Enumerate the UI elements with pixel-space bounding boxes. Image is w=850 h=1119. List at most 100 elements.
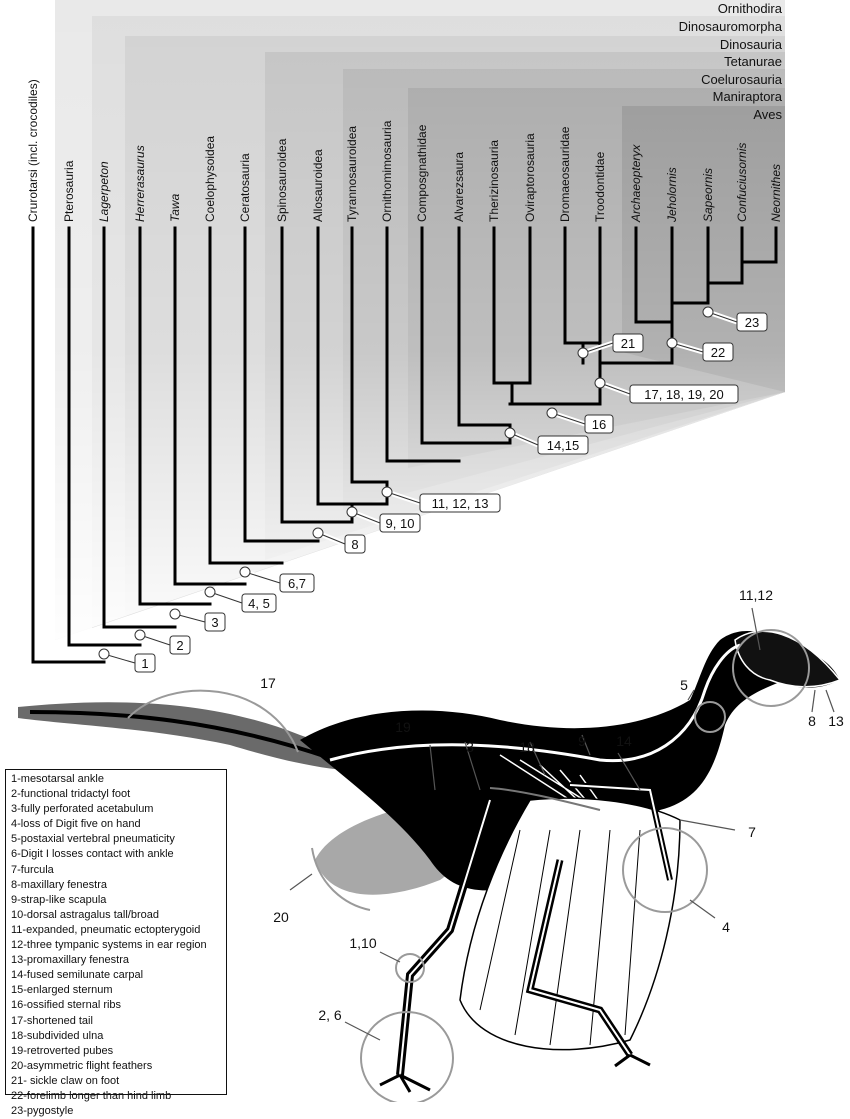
taxon-label: Troodontidae	[593, 151, 607, 222]
skull	[734, 630, 842, 688]
node-label-box	[702, 342, 734, 362]
archaeopteryx-skeleton-illustration	[18, 630, 842, 1093]
callout-arc-tail	[127, 689, 299, 753]
node-label-box	[241, 593, 277, 613]
node-label: 11, 12, 13	[432, 496, 489, 511]
node-label: 22	[711, 345, 725, 360]
branch-spinosauroidea	[280, 226, 354, 524]
node-marker	[577, 347, 589, 359]
legend-item: 3-fully perforated acetabulum	[11, 803, 154, 816]
legend-list: 1-mesotarsal ankle 2-functional tridactyl…	[11, 772, 221, 1119]
taxon-label: Tyrannosauroidea	[345, 126, 359, 222]
legend-item: 18-subdivided ulna	[11, 1029, 104, 1042]
branch-pterosauria	[67, 226, 142, 647]
node-marker	[381, 486, 393, 498]
node-label-box	[419, 493, 501, 513]
taxon-label: Alvarezsaura	[452, 152, 466, 222]
branch-dromaeosauridae	[563, 226, 602, 345]
branch-tawa	[173, 226, 247, 586]
legend-item: 20-asymmetric flight feathers	[11, 1059, 153, 1072]
branch-ceratosauria	[243, 226, 320, 543]
callout-leaders	[289, 607, 835, 1041]
node-marker	[546, 407, 558, 419]
legend-item: 12-three tympanic systems in ear region	[11, 939, 207, 952]
clade-label-coelurosauria: Coelurosauria	[701, 72, 783, 87]
taxon-label: Oviraptorosauria	[523, 133, 537, 222]
legend-item: 16-ossified sternal ribs	[11, 999, 122, 1012]
taxon-labels: Crurotarsi (incl. crocodiles)Pterosauria…	[26, 79, 783, 223]
clade-label-tetanurae: Tetanurae	[724, 54, 782, 69]
legend-item: 17-shortened tail	[11, 1014, 93, 1027]
legend-item: 23-pygostyle	[11, 1105, 74, 1118]
skeleton-callout-markers	[127, 629, 810, 1105]
node-marker	[504, 427, 516, 439]
taxon-label: Jeholornis	[665, 167, 679, 223]
branch-crurotarsi	[31, 226, 106, 664]
legend-item: 1-mesotarsal ankle	[11, 773, 104, 785]
legend-item: 8-maxillary fenestra	[11, 878, 107, 891]
callout-circle-hand	[622, 827, 708, 913]
legend-item: 5-postaxial vertebral pneumaticity	[11, 833, 175, 846]
legend-item: 4-loss of Digit five on hand	[11, 818, 141, 831]
clade-label-maniraptora: Maniraptora	[713, 89, 783, 104]
skeleton-callout-label: 17	[260, 675, 276, 691]
taxon-label: Lagerpeton	[97, 161, 111, 222]
skeleton-callout-label: 5	[680, 677, 688, 693]
callout-circle-skull	[732, 629, 810, 707]
branch-coelophysoidea	[208, 226, 284, 565]
clade-labels: Ornithodira Dinosauromorpha Dinosauria T…	[679, 1, 783, 122]
taxon-label: Herrerasaurus	[133, 145, 147, 222]
callout-circle-ankle	[395, 953, 425, 983]
taxon-label: Allosauroidea	[311, 149, 325, 222]
foot-right	[614, 1053, 651, 1068]
node-label: 16	[592, 417, 606, 432]
skeleton-callout-label: 19	[395, 719, 411, 735]
legend-item: 15-enlarged sternum	[11, 984, 113, 997]
skeleton-callout-label: 4	[722, 919, 730, 935]
skeleton-callout-label: 13	[828, 713, 844, 729]
body-silhouette	[300, 630, 840, 891]
node-label-box	[344, 534, 366, 554]
skeleton-callout-label: 20	[273, 909, 289, 925]
node-label: 9, 10	[386, 516, 415, 531]
node-label-box	[736, 312, 768, 332]
callout-circle-neck	[694, 701, 726, 733]
skeleton-callout-label: 14	[616, 733, 632, 749]
node-marker	[594, 377, 606, 389]
node-label-box	[169, 635, 191, 655]
legend-item: 10-dorsal astragalus tall/broad	[11, 908, 159, 921]
taxon-label: Coelophysoidea	[203, 136, 217, 222]
skeleton-callout-label: 11,12	[739, 587, 773, 603]
node-pin-outline	[244, 571, 281, 584]
node-label: 4, 5	[248, 596, 270, 611]
taxon-label: Composgnathidae	[415, 124, 429, 222]
clade-label-aves: Aves	[753, 107, 782, 122]
node-label-box	[279, 573, 315, 593]
node-label-box	[204, 612, 226, 632]
taxon-label: Archaeopteryx	[629, 144, 643, 223]
taxon-label: Ornithomimosauria	[380, 120, 394, 222]
node-label-box	[612, 333, 644, 353]
branch-therizinosauria	[492, 226, 532, 385]
tail-feathers	[18, 702, 380, 771]
node-label-box	[629, 384, 739, 404]
node-label-box	[134, 653, 156, 673]
node-marker	[204, 586, 216, 598]
clade-label-dinosauria: Dinosauria	[720, 37, 783, 52]
taxon-label: Ceratosauria	[238, 153, 252, 222]
clade-label-dinosauromorpha: Dinosauromorpha	[679, 19, 783, 34]
node-marker	[312, 527, 324, 539]
node-label: 6,7	[288, 576, 306, 591]
legend-item: 21- sickle claw on foot	[11, 1074, 120, 1087]
node-label: 21	[621, 336, 635, 351]
legend-item: 14-fused semilunate carpal	[11, 969, 144, 982]
node-marker	[134, 629, 146, 641]
clade-label-ornithodira: Ornithodira	[718, 1, 783, 16]
legend-item: 2-functional tridactyl foot	[11, 788, 131, 801]
legend-item: 11-expanded, pneumatic ectopterygoid	[11, 923, 201, 936]
node-pin-outline	[551, 412, 586, 425]
branch-archaeopteryx	[634, 226, 674, 324]
